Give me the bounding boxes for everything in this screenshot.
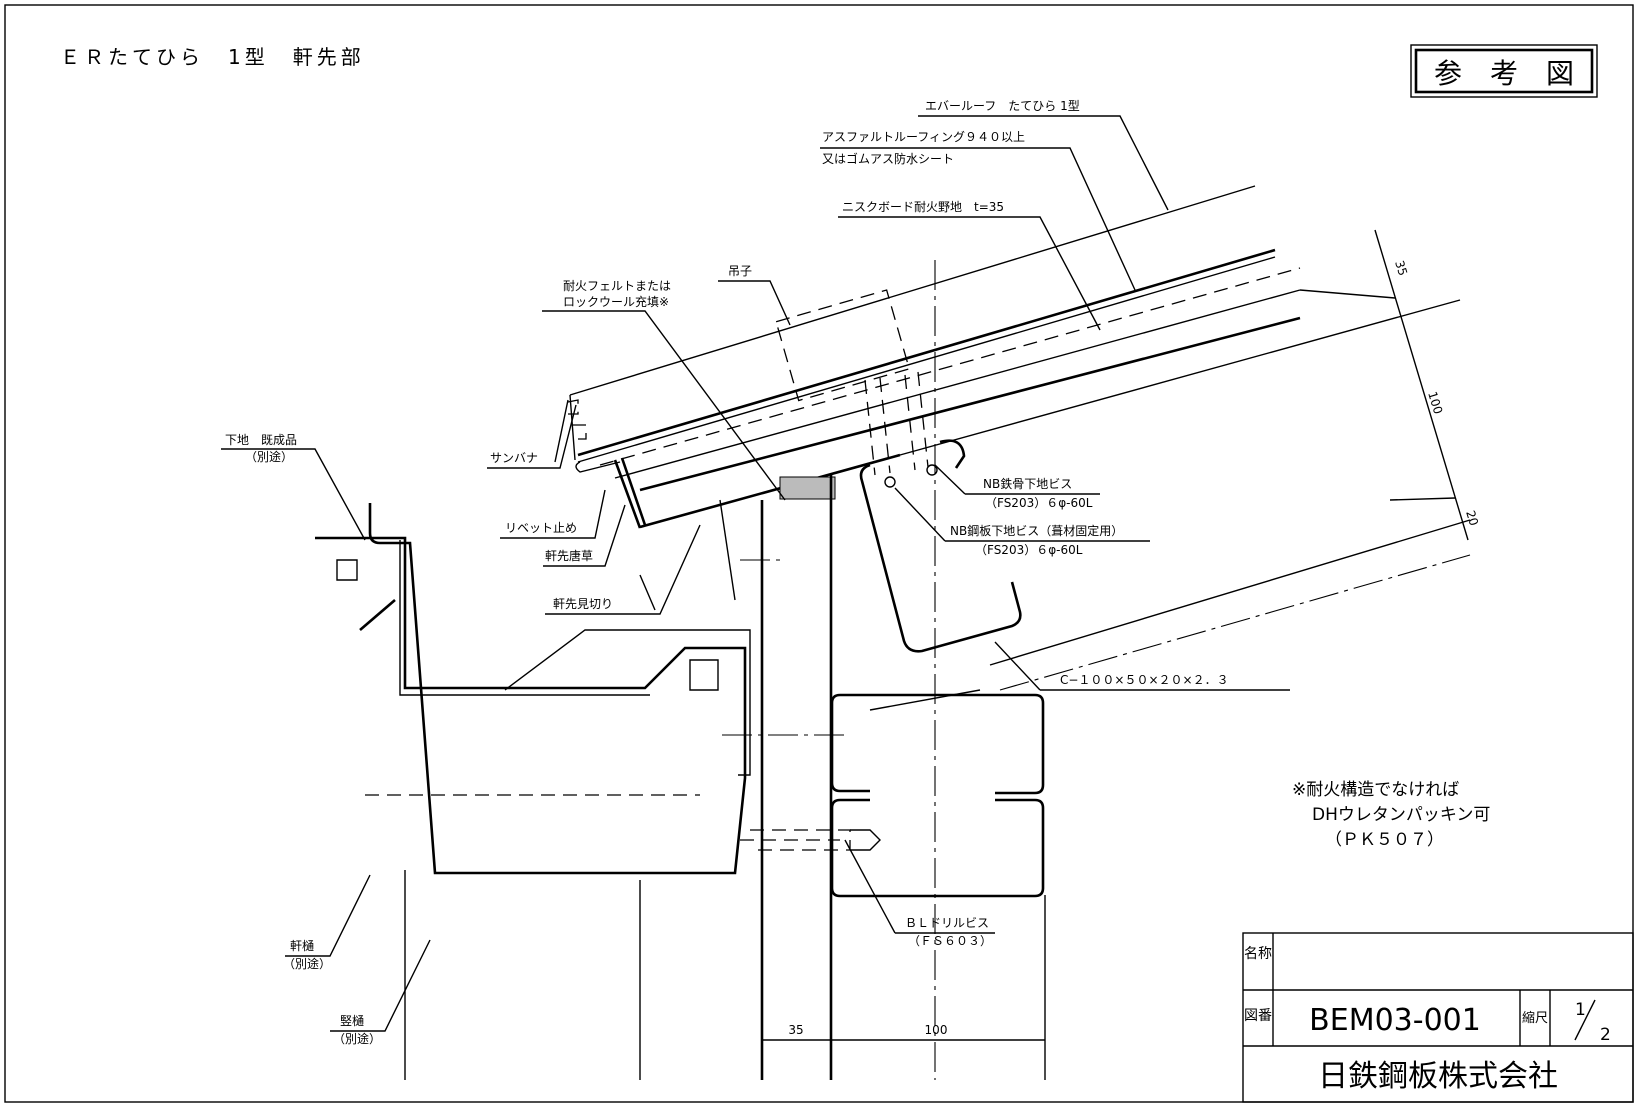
label-sanbana: サンバナ (490, 451, 538, 465)
label-bl-drill-1: ＢＬドリルビス (905, 916, 989, 930)
eave-gutter (315, 503, 751, 1080)
label-felt-2: ロックウール充填※ (563, 294, 669, 309)
label-gutter-1: 軒樋 (290, 938, 314, 953)
leader-lines (221, 115, 1290, 1032)
label-rivet: リベット止め (505, 521, 577, 535)
note-line-2: DHウレタンパッキン可 (1312, 805, 1490, 825)
scale-label: 縮尺 (1522, 1010, 1548, 1026)
label-mikiri: 軒先見切り (553, 597, 613, 611)
label-board: ニスクボード耐火野地 t=35 (842, 200, 1004, 214)
label-clip: 吊子 (728, 264, 752, 278)
label-downpipe-1: 竪樋 (340, 1013, 364, 1028)
title-block: 名称 図番 BEM03-001 縮尺 1 2 日鉄鋼板株式会社 (1242, 932, 1634, 1103)
label-nb-plate-2: （FS203）６φ-60L (975, 543, 1083, 557)
drawing-number: BEM03-001 (1309, 1003, 1481, 1038)
note-line-1: ※耐火構造でなければ (1292, 780, 1459, 800)
dimensions: 35 100 35 100 20 (762, 229, 1481, 1041)
slope-dim-20: 20 (1463, 509, 1481, 528)
reference-stamp-text: 参 考 図 (1434, 57, 1574, 90)
scale-denominator: 2 (1600, 1025, 1611, 1045)
label-roof: エバールーフ たてひら 1型 (925, 99, 1080, 113)
label-underlay-1: アスファルトルーフィング９４０以上 (822, 130, 1025, 144)
label-gutter-2: （別途） (283, 956, 331, 971)
label-bl-drill-2: （ＦＳ６０３） (908, 934, 992, 948)
label-downpipe-2: （別途） (333, 1031, 381, 1046)
fire-note: ※耐火構造でなければ DHウレタンパッキン可 （ＰＫ５０７） (1292, 780, 1490, 850)
drawing-title: ＥＲたてひら 1型 軒先部 (60, 45, 365, 69)
dim-100: 100 (925, 1023, 948, 1037)
drawing-frame (4, 4, 1634, 1103)
label-nb-plate-1: NB鋼板下地ビス（葺材固定用） (950, 523, 1123, 538)
label-karakusa: 軒先唐草 (545, 548, 593, 563)
wall-structure (722, 260, 1046, 1080)
slope-dim-100: 100 (1425, 390, 1445, 416)
label-nb-steel-1: NB鉄骨下地ビス (983, 476, 1072, 491)
callout-labels: エバールーフ たてひら 1型 アスファルトルーフィング９４０以上 又はゴムアス防… (225, 99, 1229, 1046)
label-base-2: （別途） (245, 449, 293, 464)
roof-assembly (554, 185, 1471, 691)
reference-stamp: 参 考 図 (1410, 44, 1598, 98)
label-underlay-2: 又はゴムアス防水シート (822, 151, 954, 166)
label-c-channel: C−１００×５０×２０×２．３ (1060, 673, 1229, 687)
felt-hatch (779, 476, 836, 500)
label-base-1: 下地 既成品 (225, 433, 297, 447)
dim-35: 35 (788, 1023, 803, 1037)
label-felt-1: 耐火フェルトまたは (563, 279, 671, 293)
slope-dim-35: 35 (1392, 259, 1410, 278)
drawing-no-label: 図番 (1244, 1008, 1272, 1024)
company-name: 日鉄鋼板株式会社 (1318, 1059, 1558, 1094)
label-nb-steel-2: （FS203）６φ-60L (985, 496, 1093, 510)
name-label: 名称 (1244, 946, 1272, 962)
note-line-3: （ＰＫ５０７） (1325, 830, 1444, 850)
scale-numerator: 1 (1575, 1000, 1586, 1020)
